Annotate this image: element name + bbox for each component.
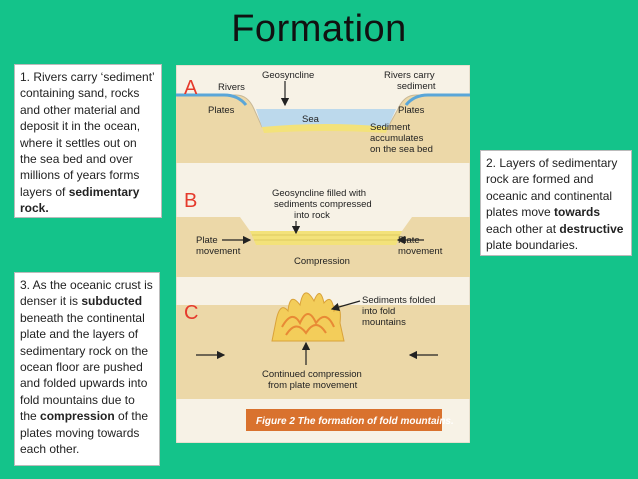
label-rivers-carry-1: Rivers carry: [384, 70, 435, 81]
label-sediment-2: accumulates: [370, 133, 424, 144]
step-2-bold-destructive: destructive: [559, 222, 623, 236]
label-plates-right: Plates: [398, 105, 425, 116]
label-filled-3: into rock: [294, 210, 330, 221]
panel-b-letter: B: [184, 190, 197, 212]
step-1-text: 1. Rivers carry ‘sediment’ containing sa…: [20, 70, 154, 199]
figure-caption: Figure 2 The formation of fold mountains…: [256, 416, 454, 427]
label-sea: Sea: [302, 114, 320, 125]
label-filled-2: sediments compressed: [274, 199, 372, 210]
label-filled-1: Geosyncline filled with: [272, 188, 366, 199]
step-3-text-b: beneath the continental plate and the la…: [20, 311, 148, 423]
label-rivers-carry-2: sediment: [397, 81, 436, 92]
page-title: Formation: [0, 8, 638, 51]
step-3-textbox: 3. As the oceanic crust is denser it is …: [14, 272, 160, 466]
step-3-bold-subducted: subducted: [81, 294, 142, 308]
step-3-bold-compression: compression: [40, 409, 115, 423]
step-2-text-c: plate boundaries.: [486, 238, 578, 252]
label-continued-2: from plate movement: [268, 380, 358, 391]
label-folded-3: mountains: [362, 317, 406, 328]
label-folded-1: Sediments folded: [362, 295, 435, 306]
panel-a-letter: A: [184, 77, 198, 99]
label-plate-left-1: Plate: [196, 235, 218, 246]
label-sediment-3: on the sea bed: [370, 144, 433, 155]
step-2-textbox: 2. Layers of sedimentary rock are formed…: [480, 150, 632, 256]
label-continued-1: Continued compression: [262, 369, 362, 380]
panel-c-letter: C: [184, 302, 198, 324]
label-geosyncline: Geosyncline: [262, 70, 314, 81]
label-plate-right-2: movement: [398, 246, 443, 257]
fold-mountain-diagram: A Rivers Geosyncline Rivers carry sedime…: [176, 65, 470, 443]
step-2-text-b: each other at: [486, 222, 559, 236]
label-plates-left: Plates: [208, 105, 235, 116]
panel-b-sediment: [250, 231, 402, 245]
fold-mountain-figure: A Rivers Geosyncline Rivers carry sedime…: [176, 65, 470, 443]
label-folded-2: into fold: [362, 306, 395, 317]
label-sediment-1: Sediment: [370, 122, 410, 133]
label-compression: Compression: [294, 256, 350, 267]
step-2-bold-towards: towards: [554, 205, 600, 219]
panel-c: C Sediments folded into fold mountains C…: [176, 293, 470, 399]
label-plate-left-2: movement: [196, 246, 241, 257]
label-rivers-left: Rivers: [218, 82, 245, 93]
step-1-textbox: 1. Rivers carry ‘sediment’ containing sa…: [14, 64, 162, 218]
